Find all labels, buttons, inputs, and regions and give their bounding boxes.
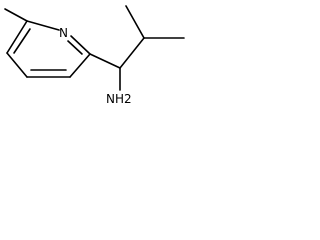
amine-label: NH2 — [106, 92, 132, 106]
ring-nitrogen-label: N — [59, 26, 68, 40]
bond-c6-c5 — [6, 20, 28, 54]
bond-alpha-beta — [119, 37, 145, 69]
bond-c2-n1-inner — [67, 40, 83, 55]
bond-c6-c5-inner — [13, 28, 31, 54]
molecule-structure: N NH2 — [4, 5, 185, 106]
bond-c3-c2 — [69, 53, 91, 78]
bond-c5-c4 — [6, 52, 28, 78]
bond-n1-c6 — [26, 20, 60, 31]
bond-methyl-c6 — [4, 8, 28, 22]
bond-beta-methyl-left — [125, 5, 145, 39]
bond-c2-n1 — [70, 35, 91, 55]
bond-c2-alpha — [89, 53, 121, 69]
